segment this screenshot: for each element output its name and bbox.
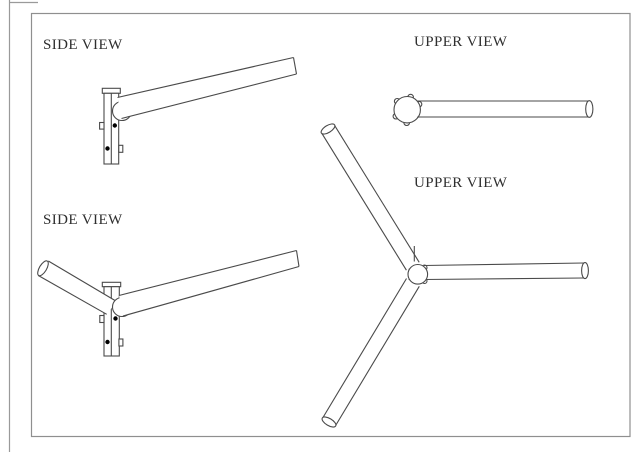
upper-view-2-label: UPPER VIEW — [414, 175, 508, 191]
left-arm-top-edge — [48, 260, 117, 302]
arm-tube-fill — [117, 57, 297, 119]
upper-view-1-label: UPPER VIEW — [414, 34, 508, 50]
right-arm-end-cap — [581, 262, 589, 280]
tube-end-cap — [585, 100, 594, 118]
upper-view-triple-arm-figure — [320, 123, 589, 428]
drawing-border — [30, 12, 631, 438]
bolt-nut — [118, 144, 124, 153]
upper-left-arm-fill — [321, 125, 420, 271]
right-arm-end-cut — [295, 250, 300, 267]
side-view-single-arm-figure — [99, 56, 298, 165]
arm-tube-end-cut — [292, 57, 298, 75]
side-view-1-label: SIDE VIEW — [43, 37, 123, 53]
right-arm-bottom-edge — [122, 265, 300, 317]
upper-view-single-arm-figure — [392, 93, 594, 127]
right-arm-bottom-edge — [423, 277, 584, 281]
drawing-frame — [30, 12, 631, 438]
right-arm-top-edge — [118, 249, 297, 297]
side-view-2-label: SIDE VIEW — [43, 212, 123, 228]
hub-circle — [407, 263, 429, 285]
left-arm-bottom-edge — [38, 275, 107, 315]
left-arm-end-cap — [37, 260, 49, 277]
bracket-cap — [101, 87, 121, 94]
upper-left-arm-edge — [321, 132, 407, 271]
lower-left-arm-edge — [334, 286, 420, 427]
upper-left-arm-edge — [333, 124, 420, 263]
side-view-double-arm-figure — [37, 249, 300, 357]
bolt-dot — [112, 123, 118, 128]
bolt-nut — [118, 338, 124, 347]
outer-frame — [8, 0, 38, 452]
upper-left-arm-end-cap — [320, 123, 336, 135]
hub-circle — [393, 95, 421, 124]
bolt-dot — [105, 146, 110, 151]
arm-tube-bottom-edge — [121, 73, 297, 120]
right-arm-top-edge — [423, 262, 584, 267]
bolt-nut — [99, 314, 105, 324]
arm-tube-top-edge — [117, 56, 294, 99]
lower-left-arm-fill — [322, 278, 420, 426]
lower-left-arm-end-cap — [321, 416, 337, 428]
left-arm-fill — [38, 261, 117, 315]
right-arm-fill — [119, 250, 299, 316]
bracket-cap — [101, 281, 122, 288]
lower-left-arm-edge — [322, 278, 407, 419]
bolt-nut — [99, 121, 105, 130]
bolt-dot — [113, 316, 118, 321]
bolt-dot — [105, 339, 110, 345]
